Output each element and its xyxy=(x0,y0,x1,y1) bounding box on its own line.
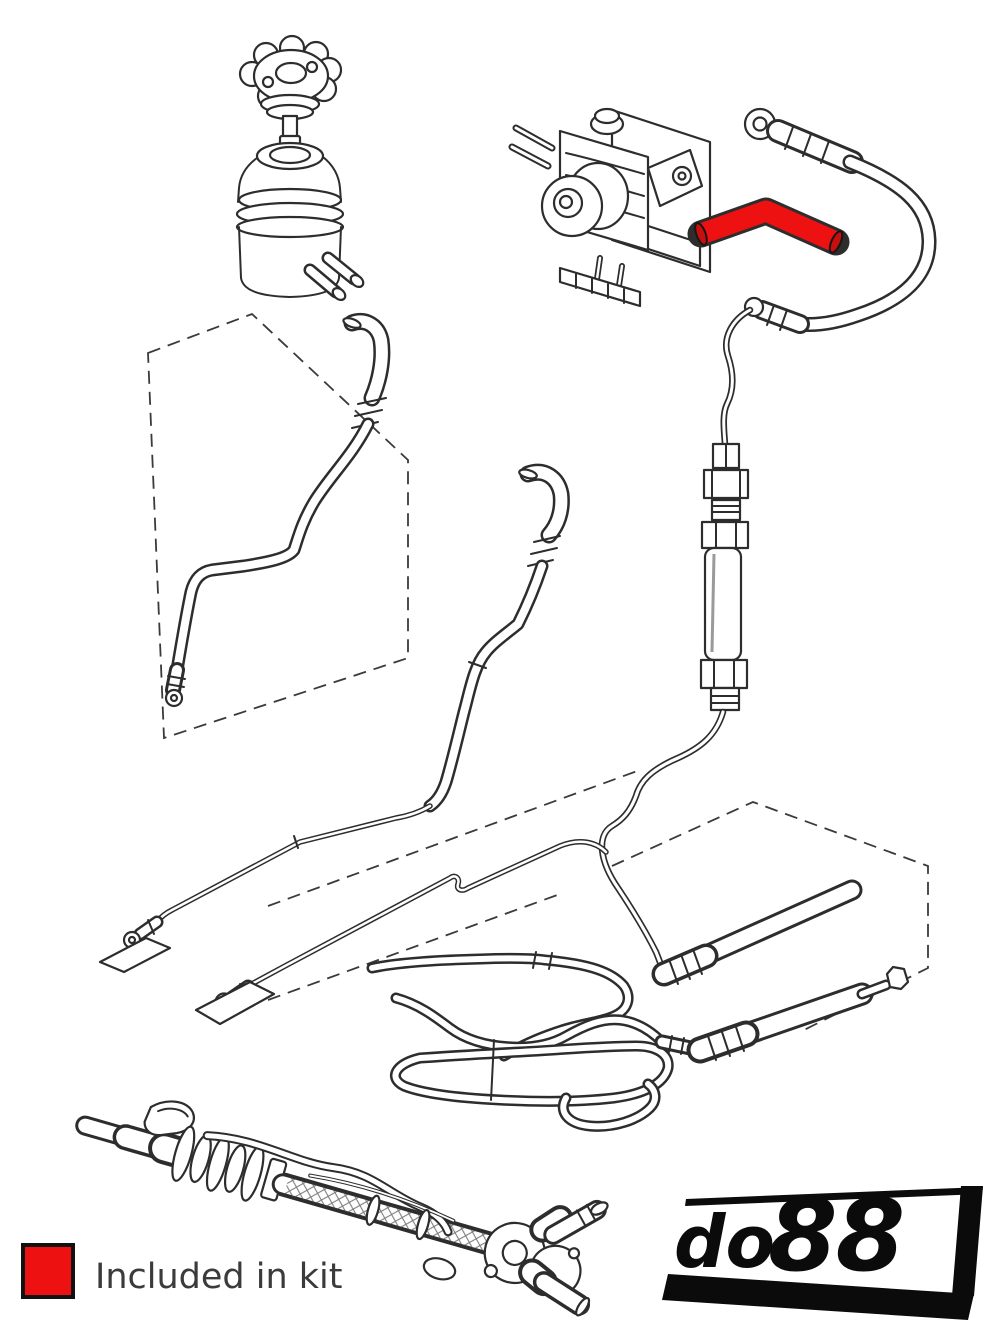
logo-text-do: do xyxy=(674,1200,775,1284)
cooler-tube-lower xyxy=(686,965,910,1064)
brand-logo: do 88 xyxy=(662,1177,983,1320)
return-hose-middle xyxy=(423,463,570,813)
cooler-tube-upper xyxy=(651,879,863,987)
steering-rack xyxy=(75,1100,609,1317)
logo-bottom-bar xyxy=(662,1274,974,1320)
fluid-reservoir xyxy=(235,141,365,302)
mounting-panel-middle-lines xyxy=(267,769,641,1001)
legend-swatch xyxy=(21,1243,75,1299)
logo-right-bar xyxy=(952,1186,983,1296)
reservoir-cap xyxy=(238,34,343,154)
legend-label: Included in kit xyxy=(95,1257,343,1297)
power-steering-pump xyxy=(508,107,712,308)
logo-text-88: 88 xyxy=(768,1177,903,1294)
mounting-panel-left xyxy=(147,312,409,740)
pressure-hose xyxy=(720,107,937,448)
reservoir-ports xyxy=(303,251,365,302)
highlighted-elbow-hose xyxy=(687,197,850,256)
chassis-pipe-1 xyxy=(98,803,433,974)
hose-tangle xyxy=(366,951,708,1132)
logo-top-bar xyxy=(685,1187,983,1206)
accumulator-line xyxy=(598,442,750,976)
chassis-pipe-2 xyxy=(194,839,609,1026)
legend: Included in kit xyxy=(21,1243,343,1299)
return-hose-left xyxy=(164,313,391,708)
elbow-hose-body xyxy=(697,200,841,252)
